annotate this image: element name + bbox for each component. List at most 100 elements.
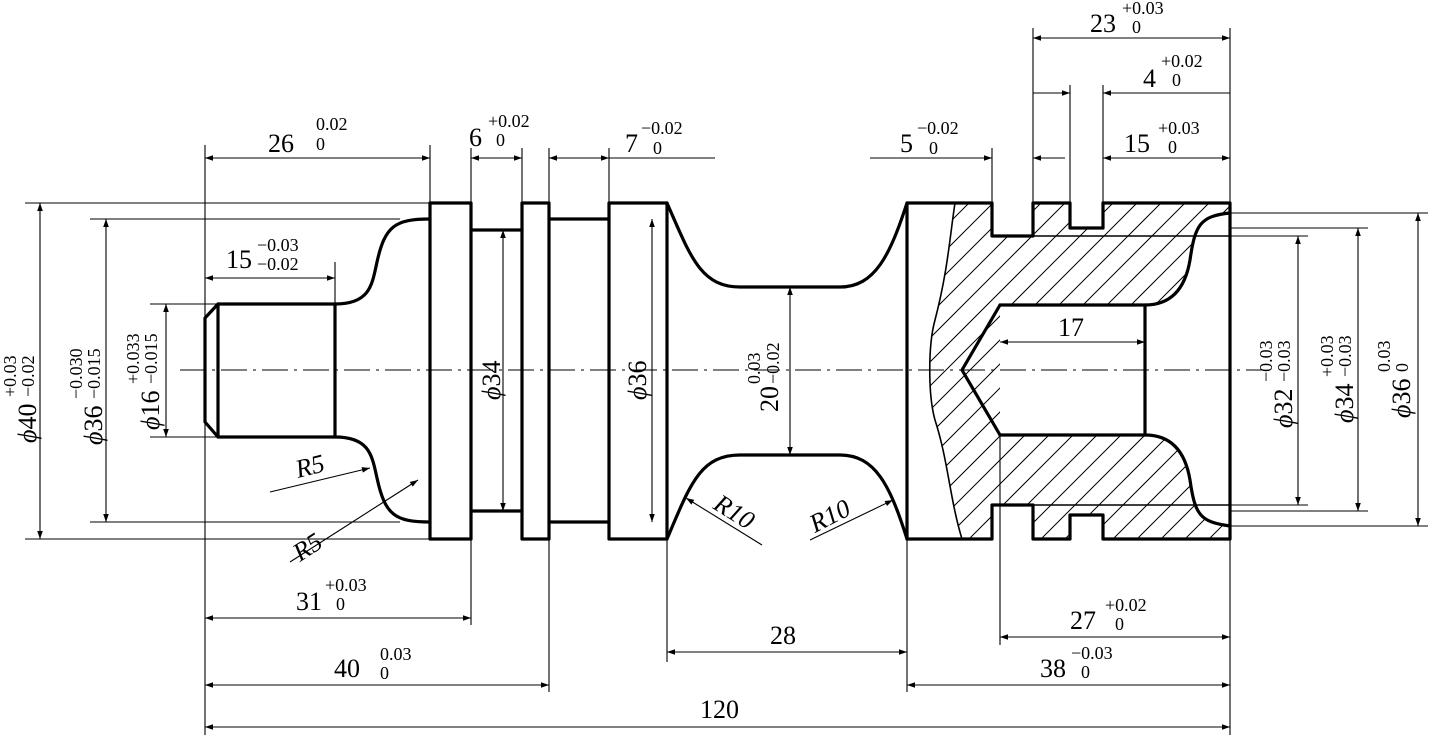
hatch-line xyxy=(1091,203,1230,539)
dim-23-lower: 0 xyxy=(1132,17,1141,37)
phi16-symbol: ϕ xyxy=(136,417,165,430)
svg-text:ϕ34: ϕ34 xyxy=(477,361,506,400)
dim-120: 120 xyxy=(700,695,739,724)
phi16-group: ϕ16 +0.033 −0.015 xyxy=(123,333,165,430)
phi32-lower: −0.03 xyxy=(1274,340,1294,382)
dim-5-lower: 0 xyxy=(929,138,938,158)
svg-text:ϕ34: ϕ34 xyxy=(1330,384,1359,423)
phi34-left-nominal: 34 xyxy=(477,361,506,387)
phi32-group: ϕ32 −0.03 −0.03 xyxy=(1256,340,1298,428)
dim-7-lower: 0 xyxy=(653,138,662,158)
phi36-right-lower: 0 xyxy=(1392,363,1412,372)
dim-20-group: 20 0.03 −0.02 xyxy=(744,342,784,412)
phi40-group: ϕ40 +0.03 −0.02 xyxy=(0,355,42,443)
radius-r5-upper: R5 xyxy=(291,449,327,484)
dim-15-left-nominal: 15 xyxy=(226,245,252,274)
phi32-nominal: 32 xyxy=(1269,389,1298,415)
phi36-left-nominal: 36 xyxy=(79,406,108,432)
r5-fillet-lower-curve xyxy=(333,435,432,524)
phi34-left-symbol: ϕ xyxy=(477,387,506,400)
phi36-right-symbol: ϕ xyxy=(1387,405,1416,418)
dim-23-nominal: 23 xyxy=(1090,9,1116,38)
dim-27-upper: +0.02 xyxy=(1105,595,1147,615)
dim-6-upper: +0.02 xyxy=(488,111,530,131)
hatch-line xyxy=(1067,203,1230,539)
svg-text:ϕ36: ϕ36 xyxy=(1387,379,1416,418)
dim-28: 28 xyxy=(770,621,796,650)
dim-4-nominal: 4 xyxy=(1143,64,1156,93)
phi36-right-nominal: 36 xyxy=(1387,379,1416,405)
phi16-lower: −0.015 xyxy=(141,333,161,384)
dim-5-upper: −0.02 xyxy=(917,118,959,138)
extension-lines xyxy=(25,28,1428,735)
internal-curve-upper xyxy=(1143,211,1232,307)
phi40-collar-2 xyxy=(607,201,669,541)
dim-15-left-lower: −0.02 xyxy=(257,254,299,274)
dimension-lines xyxy=(37,35,1421,730)
dim-27-lower: 0 xyxy=(1115,614,1124,634)
phi40-symbol: ϕ xyxy=(13,430,42,443)
section-break-line xyxy=(928,202,963,540)
phi34-right-group: ϕ34 +0.03 −0.03 xyxy=(1317,335,1359,423)
dim-4-upper: +0.02 xyxy=(1161,51,1203,71)
dim-7-nominal: 7 xyxy=(625,129,638,158)
hatch-line xyxy=(929,203,1041,539)
hatch-line xyxy=(1115,203,1230,539)
dim-5-nominal: 5 xyxy=(900,129,913,158)
dim-15-right-nominal: 15 xyxy=(1124,129,1150,158)
phi40-nominal: 40 xyxy=(13,404,42,430)
phi34-right-lower: −0.03 xyxy=(1335,335,1355,377)
r5-fillet-upper-curve xyxy=(333,217,432,306)
svg-text:ϕ16: ϕ16 xyxy=(136,391,165,430)
hatch-line xyxy=(929,203,1113,539)
hatch-line xyxy=(929,203,1137,539)
dim-15-left-upper: −0.03 xyxy=(257,235,299,255)
phi36-left-group: ϕ36 −0.030 −0.015 xyxy=(66,348,108,445)
dim-6-lower: 0 xyxy=(496,130,505,150)
phi36-left-lower: −0.015 xyxy=(84,348,104,399)
dim-15-right-lower: 0 xyxy=(1168,137,1177,157)
hatch-line xyxy=(929,203,1065,539)
svg-text:ϕ40: ϕ40 xyxy=(13,404,42,443)
dim-15-right-upper: +0.03 xyxy=(1158,118,1200,138)
hatch-line xyxy=(1043,203,1230,539)
phi36-left-upper: −0.030 xyxy=(66,348,86,399)
dim-20-nominal: 20 xyxy=(755,386,784,412)
dim-7-upper: −0.02 xyxy=(641,118,683,138)
hatch-line xyxy=(929,203,1089,539)
hatch-line xyxy=(929,203,1017,539)
dim-38-nominal: 38 xyxy=(1040,654,1066,683)
dim-26-upper: 0.02 xyxy=(316,114,348,134)
dim-31-lower: 0 xyxy=(336,594,345,614)
phi36-mid-nominal: 36 xyxy=(623,361,652,387)
phi32-symbol: ϕ xyxy=(1269,415,1298,428)
phi40-upper: +0.03 xyxy=(0,355,20,397)
dim-26-lower: 0 xyxy=(316,134,325,154)
dim-38-upper: −0.03 xyxy=(1071,643,1113,663)
dim-26-nominal: 26 xyxy=(268,129,294,158)
phi36-right-group: ϕ36 0.03 0 xyxy=(1374,341,1416,419)
svg-text:ϕ32: ϕ32 xyxy=(1269,389,1298,428)
phi34-right-symbol: ϕ xyxy=(1330,410,1359,423)
phi36-mid-symbol: ϕ xyxy=(623,387,652,400)
phi36-left-symbol: ϕ xyxy=(79,432,108,445)
phi40-lower: −0.02 xyxy=(18,355,38,397)
phi34-right-upper: +0.03 xyxy=(1317,335,1337,377)
dim-6-nominal: 6 xyxy=(469,123,482,152)
phi36-mid-group: ϕ36 xyxy=(623,361,652,400)
dim-31-upper: +0.03 xyxy=(325,575,367,595)
dim-20-upper: 0.03 xyxy=(744,353,764,385)
dim-23-upper: +0.03 xyxy=(1122,0,1164,18)
dim-40-upper: 0.03 xyxy=(380,644,412,664)
dim-17: 17 xyxy=(1058,313,1084,342)
phi34-left-group: ϕ34 xyxy=(477,361,506,400)
dim-40-lower: 0 xyxy=(380,663,389,683)
dim-31-nominal: 31 xyxy=(296,587,322,616)
phi36-right-upper: 0.03 xyxy=(1374,341,1394,373)
phi16-upper: +0.033 xyxy=(123,333,143,384)
phi32-upper: −0.03 xyxy=(1256,340,1276,382)
phi34-right-nominal: 34 xyxy=(1330,384,1359,410)
svg-text:ϕ36: ϕ36 xyxy=(79,406,108,445)
svg-text:ϕ36: ϕ36 xyxy=(623,361,652,400)
